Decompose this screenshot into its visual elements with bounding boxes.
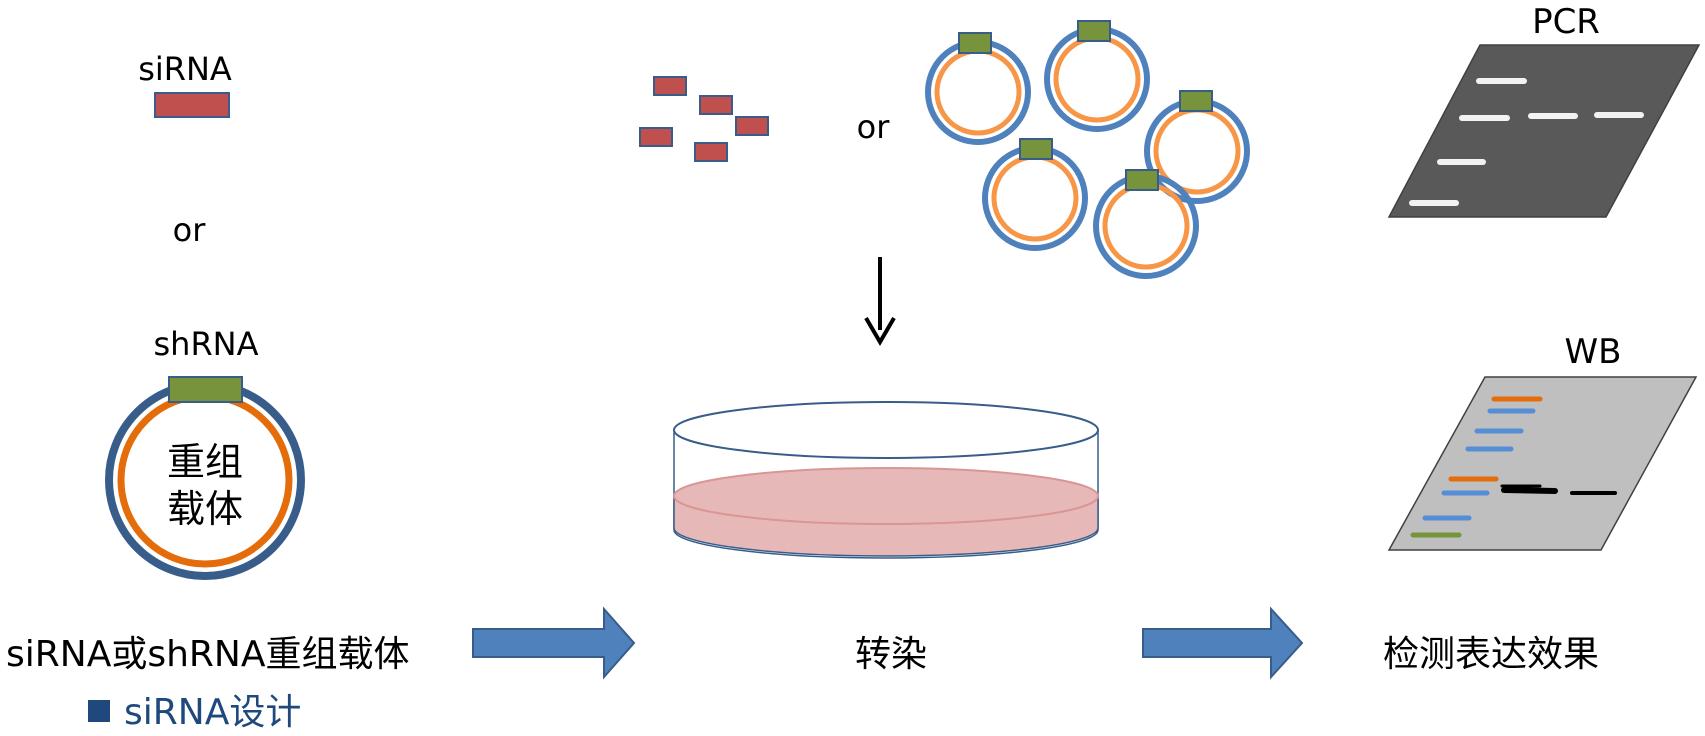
sirna-fragments-icon bbox=[639, 76, 769, 162]
bullet-item: siRNA设计 bbox=[88, 692, 301, 733]
right-caption: 检测表达效果 bbox=[1383, 634, 1599, 675]
vector-text-line1: 重组 bbox=[167, 440, 243, 484]
right-arrow-icon-2 bbox=[1142, 606, 1304, 680]
shrna-insert-icon bbox=[168, 376, 243, 403]
western-blot-icon bbox=[1387, 376, 1698, 551]
or-label-left: or bbox=[173, 211, 207, 249]
wb-label: WB bbox=[1565, 332, 1622, 372]
down-arrow-icon bbox=[864, 257, 896, 346]
right-arrow-icon-1 bbox=[472, 606, 636, 680]
left-caption: siRNA或shRNA重组载体 bbox=[6, 634, 409, 675]
recombinant-vector-icon bbox=[105, 376, 305, 580]
left-panel: siRNA or shRNA 重组 载体 siRNA或shRNA重组载体 bbox=[6, 50, 409, 675]
plasmid-4-icon bbox=[982, 138, 1088, 251]
vector-text-line2: 载体 bbox=[167, 487, 243, 531]
shrna-label: shRNA bbox=[153, 325, 258, 363]
plasmid-5-icon bbox=[1093, 169, 1199, 279]
pcr-gel-icon bbox=[1387, 44, 1701, 218]
plasmid-3-icon bbox=[1144, 90, 1250, 204]
or-label-middle: or bbox=[857, 108, 891, 146]
middle-caption: 转染 bbox=[855, 634, 927, 675]
culture-dish-icon bbox=[673, 401, 1099, 559]
pcr-label: PCR bbox=[1532, 2, 1600, 42]
sirna-bar-icon bbox=[154, 92, 230, 118]
plasmid-2-icon bbox=[1044, 20, 1150, 132]
middle-panel: or bbox=[639, 20, 1250, 675]
plasmid-1-icon bbox=[925, 32, 1031, 145]
square-bullet-icon bbox=[88, 700, 110, 722]
sirna-label: siRNA bbox=[138, 50, 232, 88]
right-panel: PCR WB bbox=[1383, 2, 1701, 675]
bullet-text: siRNA设计 bbox=[124, 692, 301, 733]
